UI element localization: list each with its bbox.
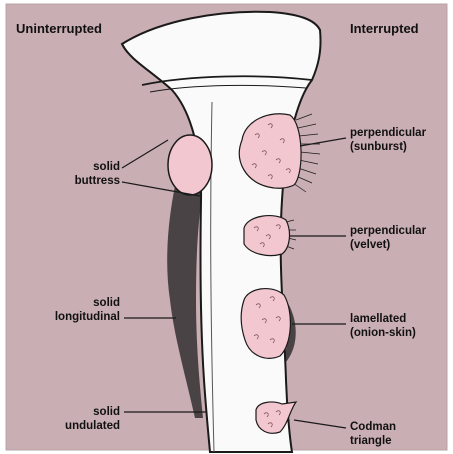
label-solid-undulated: solid undulated (40, 405, 120, 433)
heading-uninterrupted: Uninterrupted (16, 22, 102, 36)
label-codman-triangle: Codman triangle (350, 420, 396, 448)
heading-interrupted: Interrupted (350, 22, 419, 36)
label-perpendicular-sunburst: perpendicular (sunburst) (350, 126, 426, 154)
label-lamellated: lamellated (onion-skin) (350, 312, 416, 340)
buttress-lesion (168, 135, 212, 195)
label-solid-longitudinal: solid longitudinal (30, 296, 120, 324)
label-solid-buttress: solid buttress (60, 160, 120, 188)
lamellated-lesion (241, 289, 290, 359)
label-perpendicular-velvet: perpendicular (velvet) (350, 224, 426, 252)
